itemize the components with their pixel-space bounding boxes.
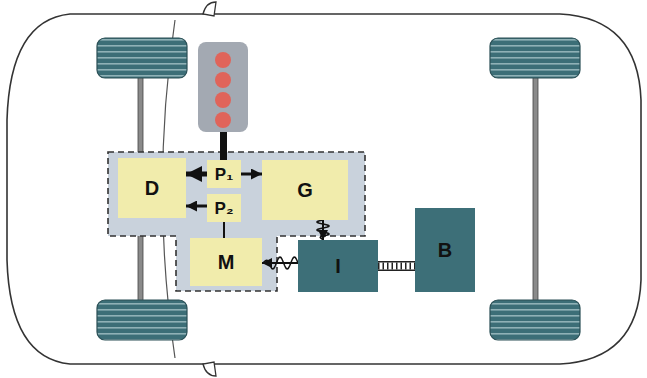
power-flow-arrow [224,222,225,238]
node-label: G [297,180,313,200]
generator-box: G [262,160,348,220]
power-flow-arrow [186,206,207,207]
mirror [203,2,216,16]
electric-flow-arrow [262,257,298,269]
cylinder [215,72,231,88]
battery-box: B [415,208,475,292]
power-flow-arrow [241,174,262,175]
engine-block [198,42,248,132]
node-label: I [335,256,341,276]
wheel [97,38,187,78]
node-label: B [438,240,452,260]
mirror [203,362,216,376]
node-label: M [218,252,235,272]
cylinder [215,52,231,68]
drive-box: D [118,158,186,218]
car-body [7,14,641,364]
inverter-box: I [298,240,378,292]
motor-box: M [190,238,262,286]
planetary-box: P₂ [207,194,241,222]
wheel [490,300,580,340]
node-label: P₂ [215,200,234,217]
cylinder [215,112,231,128]
wheel [97,300,187,340]
cylinder [215,92,231,108]
node-label: D [145,178,159,198]
node-label: P₁ [215,166,233,183]
engine-shaft [220,132,227,160]
electric-flow-arrow [317,220,329,240]
dc-link [378,266,415,267]
power-flow-arrow [186,174,207,175]
axle [533,76,538,302]
planetary-box: P₁ [207,160,241,188]
wheel [490,38,580,78]
